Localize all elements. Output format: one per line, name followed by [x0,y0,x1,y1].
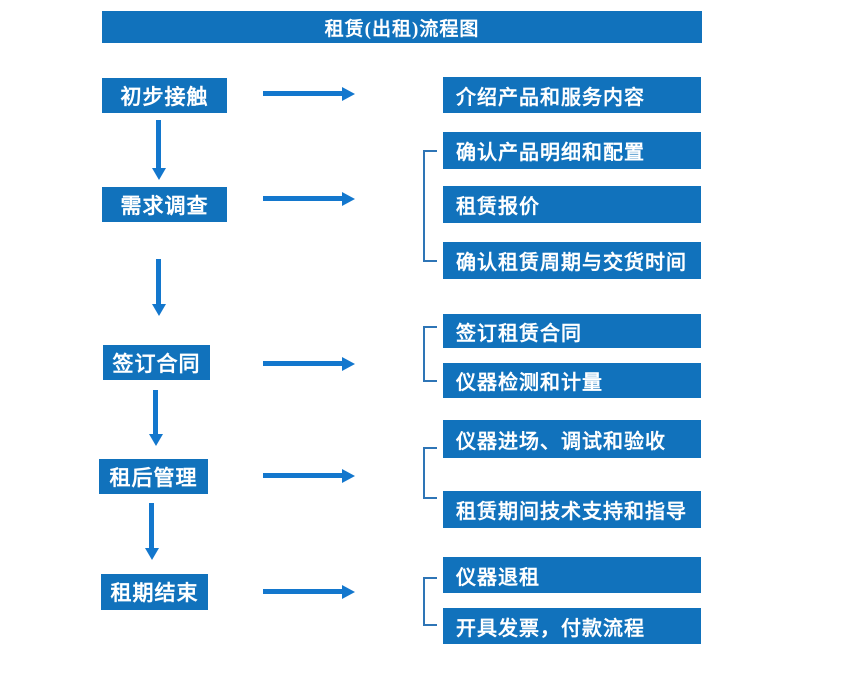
right-arrow-1 [263,91,342,96]
detail-box-instrument-entry-acceptance: 仪器进场、调试和验收 [443,420,701,458]
detail-box-rental-quote: 租赁报价 [443,186,701,223]
down-arrow-1 [156,120,161,168]
detail-box-confirm-rental-period: 确认租赁周期与交货时间 [443,242,701,279]
detail-box-invoice-payment: 开具发票，付款流程 [443,608,701,644]
right-arrow-3 [263,361,342,366]
down-arrow-4 [149,503,154,548]
group-bracket-post-rental [423,447,437,499]
stage-box-sign-contract: 签订合同 [103,345,210,380]
detail-box-technical-support: 租赁期间技术支持和指导 [443,491,701,528]
right-arrow-5 [263,589,342,594]
down-arrow-3 [153,390,158,434]
detail-box-introduce-products: 介绍产品和服务内容 [443,77,701,113]
stage-box-demand-survey: 需求调查 [102,187,227,222]
stage-box-initial-contact: 初步接触 [102,78,227,113]
right-arrow-4 [263,473,342,478]
group-bracket-rental-end [423,577,437,626]
down-arrow-2 [156,259,161,304]
right-arrow-2 [263,196,342,201]
stage-box-post-rental-management: 租后管理 [99,459,208,494]
detail-box-instrument-inspection: 仪器检测和计量 [443,363,701,398]
stage-box-rental-end: 租期结束 [101,574,208,610]
detail-box-sign-rental-contract: 签订租赁合同 [443,314,701,348]
group-bracket-demand-survey [423,150,437,262]
detail-box-confirm-product-config: 确认产品明细和配置 [443,132,701,169]
group-bracket-sign-contract [423,326,437,382]
detail-box-instrument-return: 仪器退租 [443,557,701,593]
flowchart-title: 租赁(出租)流程图 [102,11,702,43]
